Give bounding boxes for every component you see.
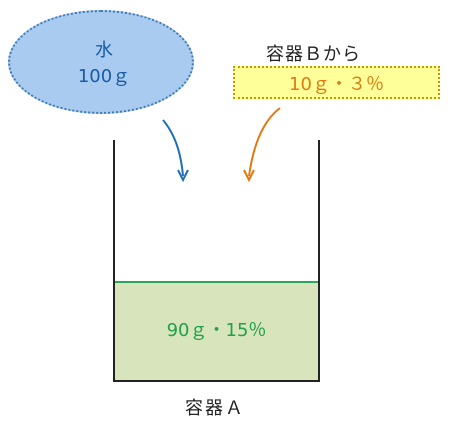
- water-title: 水: [95, 40, 113, 61]
- water-bubble: [8, 10, 194, 114]
- added-value-box: [233, 66, 440, 99]
- curved-arrow-icon: [162, 119, 189, 183]
- added-value: 10ｇ・３％: [289, 74, 384, 95]
- liquid-surface-line: [115, 281, 318, 283]
- container-outline: [113, 140, 320, 382]
- mixture-value: 90ｇ・15％: [166, 320, 267, 341]
- mixture-liquid: [115, 282, 318, 380]
- water-amount: 100ｇ: [77, 66, 131, 87]
- container-label: 容器Ａ: [185, 398, 245, 419]
- curved-arrow-icon: [243, 107, 281, 183]
- added-source-label: 容器Ｂから: [266, 44, 361, 65]
